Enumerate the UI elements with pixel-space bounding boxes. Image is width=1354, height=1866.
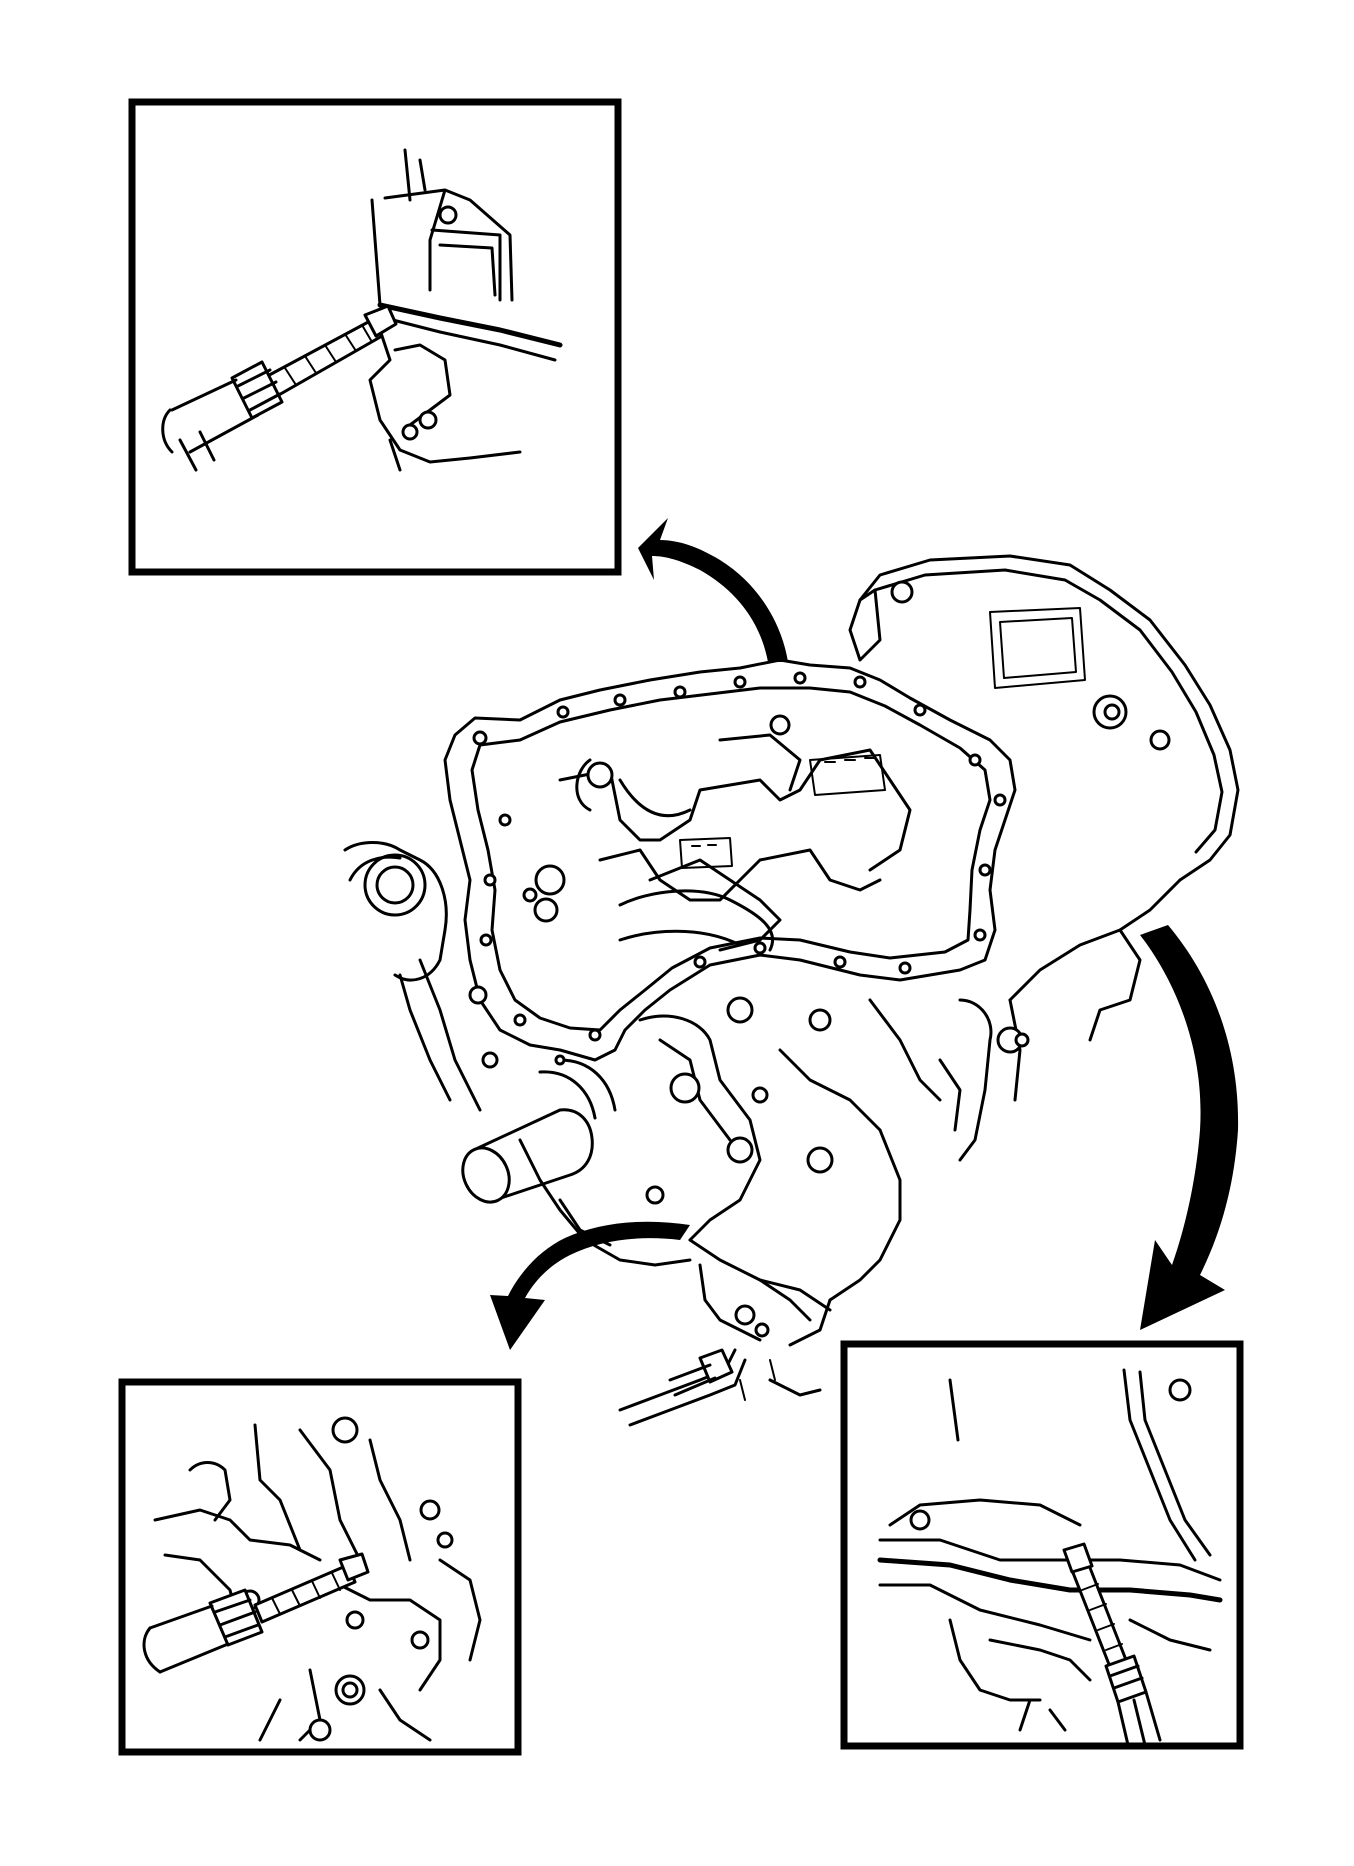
screwdriver-prying-front-flange-icon [142, 1416, 482, 1742]
engine-block-oil-pan-underside-icon [343, 554, 1240, 1427]
detail-panel-bottom-right [840, 1340, 1244, 1750]
screwdriver-prying-rear-flange-icon [877, 1368, 1223, 1747]
screwdriver-prying-pan-flange-icon [161, 148, 563, 472]
arrow-to-bottom-left [490, 1221, 690, 1350]
detail-panel-bottom-left [118, 1378, 522, 1756]
detail-panel-top-left [128, 98, 622, 576]
arrow-to-bottom-right [1140, 925, 1239, 1330]
arrow-to-top-left [638, 518, 788, 662]
